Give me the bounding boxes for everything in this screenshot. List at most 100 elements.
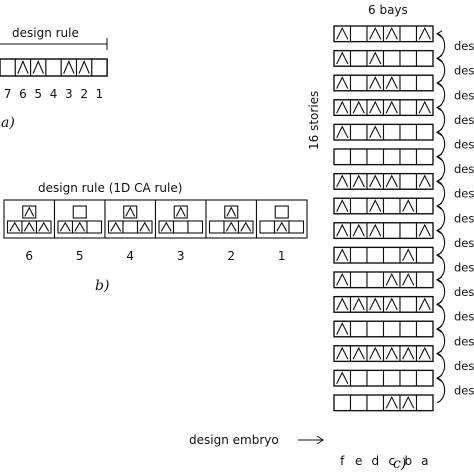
story-cell bbox=[366, 74, 385, 92]
story-cell bbox=[382, 369, 401, 387]
story-cell bbox=[399, 197, 418, 215]
ca-rule-neighborhood-cell bbox=[21, 220, 38, 234]
ca-rule-number: 6 bbox=[25, 249, 33, 263]
ca-rule-number: 5 bbox=[76, 249, 84, 263]
story-cell bbox=[349, 25, 368, 43]
story-cell bbox=[382, 320, 401, 338]
ca-rule-number: 2 bbox=[227, 249, 235, 263]
story-row bbox=[333, 74, 434, 92]
ca-rule-neighborhood-cell bbox=[6, 220, 23, 234]
row-arrow bbox=[436, 353, 446, 379]
ca-rule-box: 3 bbox=[154, 199, 207, 263]
side-label: des bbox=[454, 261, 474, 275]
story-row bbox=[333, 148, 434, 166]
story-cell bbox=[366, 222, 385, 239]
side-label: des bbox=[454, 334, 474, 348]
story-cell bbox=[399, 148, 418, 166]
row-arrow bbox=[436, 279, 446, 305]
story-cell bbox=[399, 296, 418, 313]
story-cell bbox=[415, 173, 434, 190]
panel-c: 6 bays 16 stories desdesdesdesdesdesdesd… bbox=[189, 3, 474, 472]
panel-c-label: c) bbox=[393, 456, 406, 472]
side-label: des bbox=[454, 162, 474, 176]
panel-b-rule-table: 6 5 4 3 2 1 bbox=[3, 199, 308, 263]
story-cell bbox=[333, 222, 352, 239]
story-row bbox=[333, 369, 434, 387]
story-cell bbox=[415, 99, 434, 116]
row-arrow-head bbox=[435, 350, 443, 358]
story-cell bbox=[382, 123, 401, 141]
ca-rule-output-cell bbox=[72, 205, 87, 219]
row-arrow bbox=[436, 205, 446, 232]
side-labels: desdesdesdesdesdesdesdesdesdesdesdesdesd… bbox=[454, 39, 474, 397]
row-arrow bbox=[436, 303, 446, 330]
ca-rule-neighborhood-cell bbox=[158, 220, 175, 234]
story-cell bbox=[399, 222, 418, 239]
row-arrow bbox=[436, 180, 446, 207]
ca-rule-output-cell bbox=[274, 205, 289, 219]
story-cell bbox=[399, 271, 418, 289]
row-arrow-head bbox=[435, 276, 443, 284]
row-arrow bbox=[436, 328, 446, 355]
story-row bbox=[333, 172, 434, 190]
story-cell bbox=[415, 74, 434, 92]
story-row bbox=[333, 394, 434, 412]
story-cell bbox=[399, 369, 418, 387]
story-cell bbox=[382, 246, 401, 264]
ca-rule-number: 4 bbox=[126, 249, 134, 263]
story-cell bbox=[349, 99, 368, 116]
story-cell bbox=[382, 345, 401, 362]
story-cell bbox=[399, 74, 418, 92]
ca-rule-neighborhood-cell bbox=[223, 220, 240, 234]
side-label: des bbox=[454, 88, 474, 102]
story-row-outline bbox=[333, 320, 434, 338]
rule-cell bbox=[45, 58, 62, 77]
story-cell bbox=[349, 345, 368, 362]
story-cell bbox=[415, 222, 434, 239]
story-row-outline bbox=[333, 99, 434, 117]
row-arrow-head bbox=[435, 374, 443, 383]
story-cell bbox=[333, 25, 352, 43]
row-arrow-head bbox=[435, 251, 443, 260]
story-cell bbox=[366, 320, 385, 338]
ca-rule-box: 1 bbox=[255, 199, 308, 263]
side-label: des bbox=[454, 113, 474, 127]
rule-position-label: 5 bbox=[34, 87, 42, 101]
story-row bbox=[333, 99, 434, 117]
story-row-outline bbox=[333, 148, 434, 166]
panel-b-label: b) bbox=[95, 278, 109, 294]
story-cell bbox=[382, 25, 401, 43]
row-arrow-head bbox=[435, 300, 443, 309]
story-cell bbox=[399, 50, 418, 67]
ca-rule-neighborhood-cell bbox=[172, 220, 189, 234]
row-arrow-head bbox=[435, 202, 443, 210]
story-cell bbox=[415, 320, 434, 338]
embryo-label: design embryo bbox=[189, 433, 279, 447]
story-cell bbox=[349, 296, 368, 313]
story-cell bbox=[415, 369, 434, 387]
bays-label: 6 bays bbox=[368, 3, 408, 17]
rule-cell bbox=[0, 58, 16, 77]
story-cell bbox=[382, 50, 401, 67]
ca-rule-output-cell bbox=[224, 205, 239, 219]
story-cell bbox=[366, 123, 385, 141]
ca-rule-neighborhood-cell bbox=[187, 220, 204, 234]
ca-rule-box: 2 bbox=[205, 199, 258, 263]
story-cell bbox=[382, 222, 401, 239]
ca-rule-neighborhood-cell bbox=[259, 220, 276, 234]
row-arrow bbox=[436, 82, 446, 109]
row-arrow bbox=[436, 131, 446, 158]
story-cell bbox=[366, 25, 385, 43]
story-row-outline bbox=[333, 49, 434, 67]
story-cell bbox=[366, 197, 385, 215]
story-cell bbox=[349, 394, 368, 412]
side-label: des bbox=[454, 64, 474, 78]
story-row-outline bbox=[333, 295, 434, 313]
story-cell bbox=[415, 123, 434, 141]
story-cell bbox=[415, 296, 434, 313]
row-arrow bbox=[436, 57, 446, 84]
story-cell bbox=[415, 50, 434, 67]
story-cell bbox=[399, 320, 418, 338]
